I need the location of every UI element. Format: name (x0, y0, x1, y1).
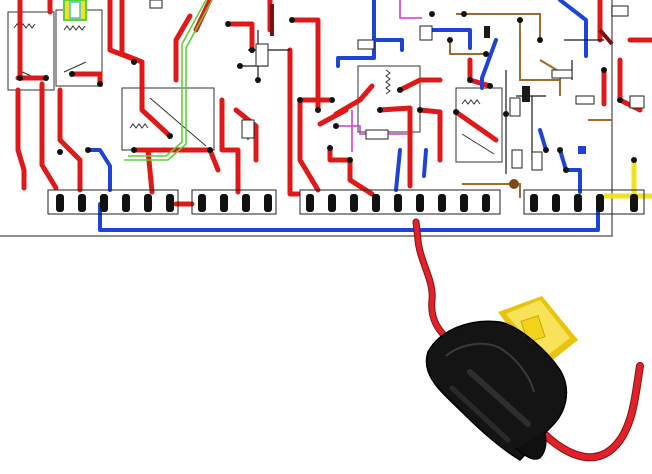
resistor-icon (149, 0, 163, 9)
connector-block-center (299, 189, 501, 215)
resistor-icon (629, 95, 645, 109)
relay-coil-icon (461, 99, 481, 105)
connector-block-left (47, 189, 179, 215)
diode-icon (522, 86, 530, 102)
connector-pin-icon (394, 194, 402, 212)
sheet-border (0, 0, 613, 237)
resistor-icon (419, 25, 433, 41)
connector-pin-icon (530, 194, 538, 212)
yellow-wires (604, 160, 652, 199)
relay-coil-icon (63, 25, 86, 31)
connector-pin-icon (166, 194, 174, 212)
connector-pin-icon (552, 194, 560, 212)
connector-block-right (523, 189, 645, 215)
relay-center-left (121, 87, 215, 151)
connector-pin-icon (372, 194, 380, 212)
connector-pin-icon (596, 194, 604, 212)
resistor-icon (611, 5, 629, 17)
fuse-lead-bottom (537, 363, 643, 461)
resistor-icon (511, 149, 523, 169)
connector-pin-icon (220, 194, 228, 212)
resistor-icon (357, 39, 375, 50)
dark-wires (270, 4, 614, 46)
thin-black-wires (240, 30, 604, 174)
red-wires (15, 0, 652, 207)
diode-icon (578, 146, 586, 154)
connector-pin-icon (264, 194, 272, 212)
fuse-holder-body (425, 320, 568, 461)
connector-pin-icon (460, 194, 468, 212)
relay-coil-icon (13, 23, 36, 29)
connector-pin-icon (78, 194, 86, 212)
relay-coil-icon (385, 69, 391, 95)
fuse-blade-icon (498, 296, 578, 370)
connector-pin-icon (350, 194, 358, 212)
connector-pin-icon (144, 194, 152, 212)
junction-dots (17, 11, 637, 189)
diode-icon (484, 26, 490, 38)
schematic-sheet (0, 0, 613, 237)
resistor-icon (241, 119, 255, 139)
connector-pin-icon (416, 194, 424, 212)
inline-fuse-holder (412, 218, 644, 462)
resistor-icon (575, 95, 595, 105)
mini-fuse-block (63, 0, 87, 21)
relay-coil-icon (129, 123, 149, 129)
connector-pin-icon (438, 194, 446, 212)
connector-pin-icon (574, 194, 582, 212)
resistor-icon (365, 129, 389, 140)
connector-pin-icon (122, 194, 130, 212)
connector-block-left-middle (191, 189, 277, 215)
resistors (149, 0, 645, 171)
connector-pin-icon (630, 194, 638, 212)
connector-pin-icon (242, 194, 250, 212)
connector-pin-icon (100, 194, 108, 212)
blue-wires (86, 0, 600, 232)
connector-pin-icon (56, 194, 64, 212)
connector-pin-icon (328, 194, 336, 212)
relay-right (455, 87, 503, 163)
connector-pin-icon (306, 194, 314, 212)
resistor-icon (531, 151, 543, 171)
diodes (484, 26, 586, 154)
green-wires (124, 0, 213, 161)
connector-pin-icon (198, 194, 206, 212)
fuse-lead-top (413, 219, 455, 345)
resistor-icon (509, 97, 521, 117)
resistor-icon (255, 43, 269, 67)
connector-pin-icon (482, 194, 490, 212)
resistor-icon (551, 69, 573, 79)
